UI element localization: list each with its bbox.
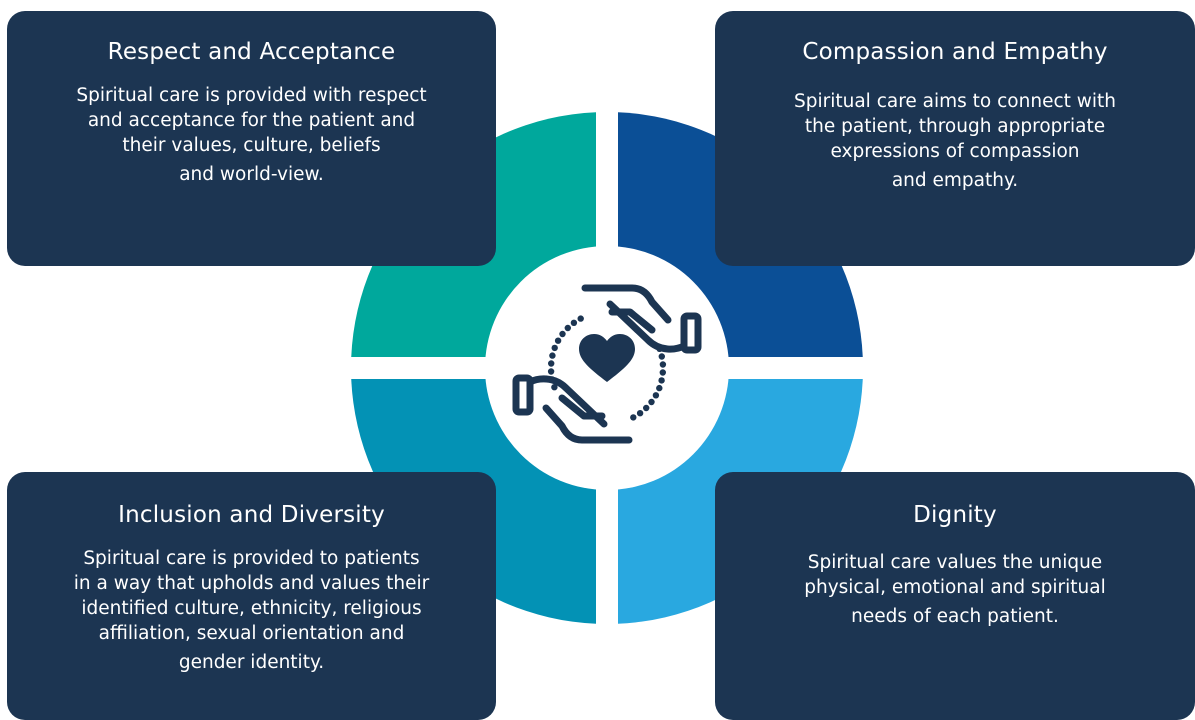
dignity-card: Dignity Spiritual care values the unique… xyxy=(715,472,1195,720)
card-description: Spiritual care values the unique physica… xyxy=(715,550,1195,629)
card-line: in a way that upholds and values their xyxy=(73,572,430,594)
ring-dot xyxy=(554,337,562,344)
ring-dot xyxy=(564,324,571,332)
card-line: Spiritual care aims to connect with xyxy=(793,90,1117,112)
ring-dot xyxy=(652,392,660,399)
ring-dot xyxy=(648,398,655,406)
card-title: Inclusion and Diversity xyxy=(118,502,385,528)
inclusion-diversity-card: Inclusion and Diversity Spiritual care i… xyxy=(7,472,496,720)
compassion-empathy-card: Compassion and Empathy Spiritual care ai… xyxy=(715,11,1195,266)
dotted-ring xyxy=(547,315,667,421)
card-line: expressions of compassion xyxy=(830,140,1080,162)
card-line: affiliation, sexual orientation and xyxy=(98,622,405,644)
card-line: Spiritual care is provided with respect xyxy=(76,84,427,106)
card-title: Dignity xyxy=(913,502,997,528)
ring-dot xyxy=(549,352,556,359)
card-line: physical, emotional and spiritual xyxy=(804,576,1106,598)
ring-dot xyxy=(551,384,558,391)
card-description: Spiritual care aims to connect with the … xyxy=(715,89,1195,193)
card-line: Spiritual care values the unique xyxy=(807,551,1103,573)
ring-dot xyxy=(551,344,558,352)
card-description: Spiritual care is provided with respect … xyxy=(7,83,496,187)
ring-dot xyxy=(570,319,578,326)
ring-dot xyxy=(658,353,665,360)
card-line: and world-view. xyxy=(179,163,324,185)
card-line: their values, culture, beliefs xyxy=(122,134,381,156)
ring-dot xyxy=(547,368,555,375)
card-line: gender identity. xyxy=(178,651,325,673)
respect-acceptance-card: Respect and Acceptance Spiritual care is… xyxy=(7,11,496,266)
card-line: the patient, through appropriate xyxy=(804,115,1106,137)
card-line: identified culture, ethnicity, religious xyxy=(81,597,422,619)
card-title: Compassion and Empathy xyxy=(802,39,1108,65)
ring-dot xyxy=(548,360,555,367)
ring-dot xyxy=(643,404,650,412)
ring-dot xyxy=(658,377,665,384)
ring-dot xyxy=(659,361,667,368)
ring-dot xyxy=(549,376,556,383)
ring-dot xyxy=(656,384,663,392)
ring-dot xyxy=(659,369,666,376)
ring-dot xyxy=(630,414,637,421)
card-line: and acceptance for the patient and xyxy=(87,109,416,131)
ring-dot xyxy=(577,315,584,322)
heart-icon xyxy=(579,334,635,382)
ring-dot xyxy=(636,410,644,417)
card-line: and empathy. xyxy=(891,169,1019,191)
ring-dot xyxy=(656,345,663,352)
hands-heart-icon xyxy=(512,284,702,444)
ring-dot xyxy=(559,330,566,338)
card-title: Respect and Acceptance xyxy=(107,39,396,65)
card-description: Spiritual care is provided to patients i… xyxy=(7,546,496,675)
card-line: needs of each patient. xyxy=(851,605,1059,627)
card-line: Spiritual care is provided to patients xyxy=(83,547,420,569)
